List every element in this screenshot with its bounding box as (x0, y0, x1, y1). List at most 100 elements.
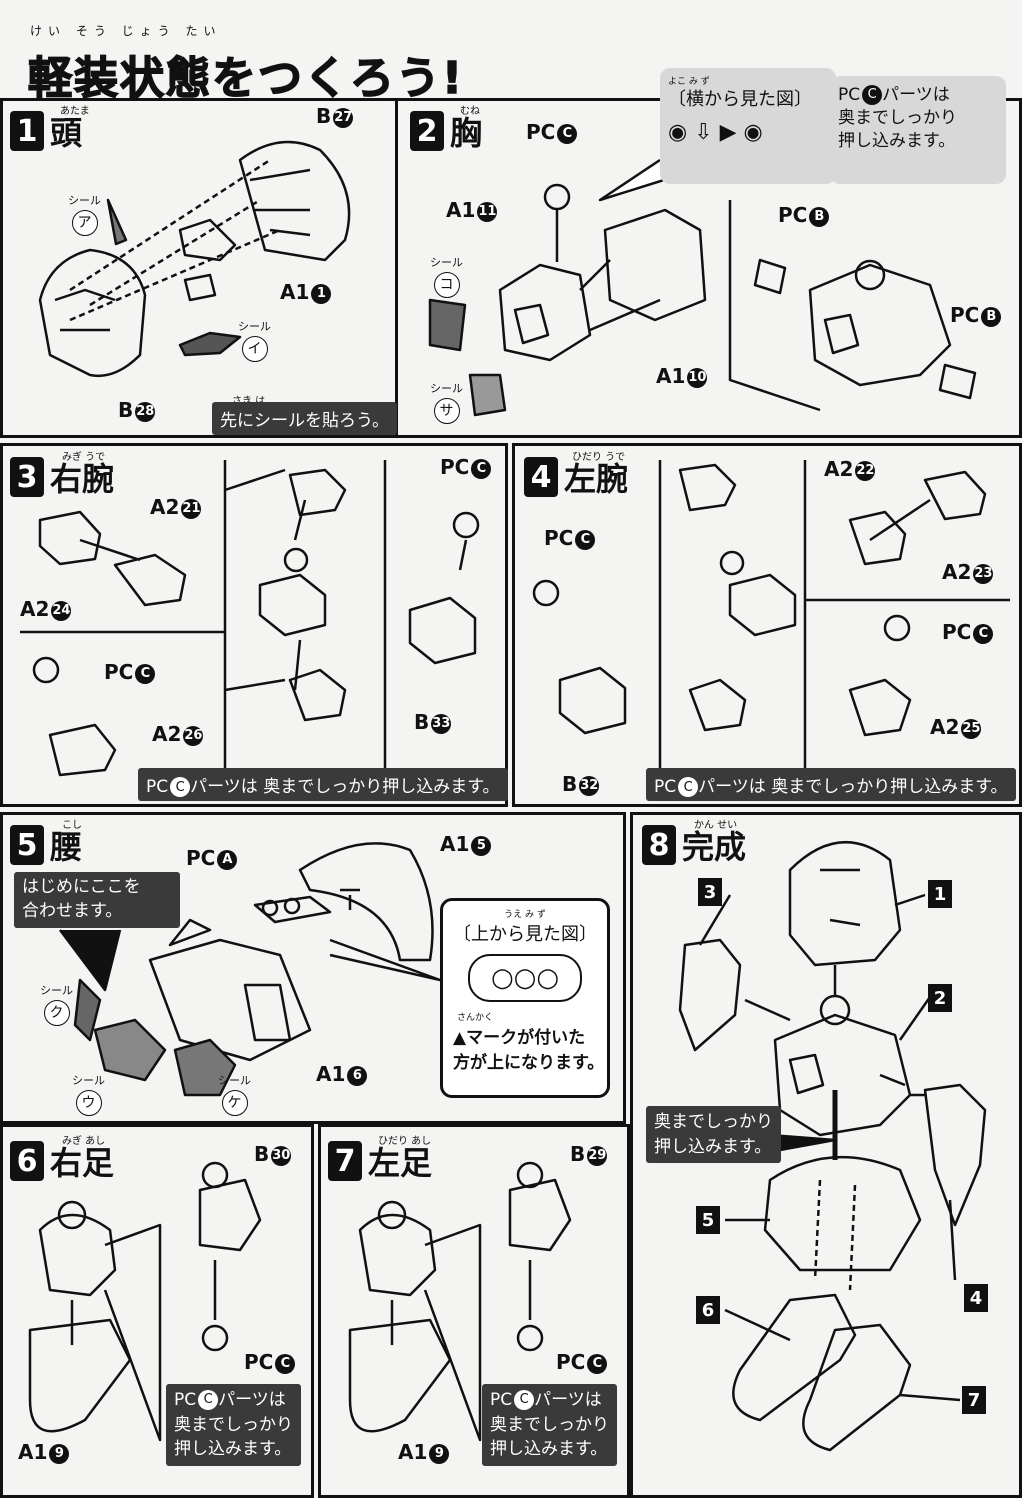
complete-right-arm (678, 938, 742, 1052)
complete-left-leg (802, 1323, 912, 1452)
step-ruby: ひだり あし (378, 1136, 432, 1147)
chest-rear-part (603, 208, 707, 322)
step-title: 頭 (50, 114, 83, 152)
seal-first-note: 先にシールを貼ろう。 (212, 402, 397, 435)
step-ruby: あたま (60, 106, 90, 117)
panel-step8 (630, 812, 1022, 1498)
step-ruby: かん せい (694, 820, 738, 831)
title-ruby: けい そう じょう たい (30, 24, 222, 38)
step-ruby: ひだり うで (572, 452, 626, 463)
top-view-bubble: うえ み ず 〔上から見た図〕 ○○○ さんかく ▲マークが付いた 方が上になり… (440, 898, 610, 1098)
complete-chest (773, 1013, 912, 1137)
bubble-title: 〔横から見た図〕 (668, 89, 812, 111)
side-view-diagram: ◉ ⇩ ▶ ◉ (668, 120, 763, 146)
step-number: 7 (328, 1141, 362, 1181)
panel-step6 (0, 1124, 314, 1498)
step-ruby: みぎ うで (62, 452, 106, 463)
r-arm-forearm (258, 573, 327, 637)
complete-tag-5: 5 (696, 1206, 720, 1234)
seal-a-label: シールア (68, 192, 101, 236)
complete-waist (763, 1155, 922, 1272)
seal-a-shape (106, 198, 128, 246)
panel-step3 (0, 443, 508, 807)
chest-assembled (808, 263, 952, 387)
panel-step4 (512, 443, 1022, 807)
step-1-header: 1 頭 (10, 108, 82, 154)
step-title: 右腕 (50, 460, 115, 498)
l-leg-upper (358, 1213, 437, 1297)
step-title: 胸 (450, 114, 483, 152)
seal-i-shape (178, 331, 242, 357)
step-title: 左足 (368, 1144, 433, 1182)
complete-tag-2: 2 (928, 984, 952, 1012)
seal-ku-label: シールク (40, 982, 73, 1026)
note-ruby: さき は (232, 392, 265, 407)
seal-i-label: シールイ (238, 318, 271, 362)
seal-ko-shape (428, 298, 467, 352)
r-arm-hand2 (48, 723, 117, 777)
align-here-note: はじめにここを合わせます。 (14, 872, 180, 928)
r-leg-foot (28, 1318, 132, 1433)
seal-ke-label: シールケ (218, 1072, 251, 1116)
push-in-note: 奥までしっかり押し込みます。 (646, 1106, 781, 1164)
step-ruby: みぎ あし (62, 1136, 106, 1147)
step-title: 右足 (50, 1144, 115, 1182)
step-number: 8 (642, 825, 676, 865)
step-number: 1 (10, 111, 44, 151)
step-number: 2 (410, 111, 444, 151)
complete-tag-7: 7 (962, 1386, 986, 1414)
r-leg-upper (38, 1213, 117, 1297)
seal-u-label: シールウ (72, 1072, 105, 1116)
step-7-header: 7 左足 (328, 1138, 432, 1184)
page-title: 軽装状態をつくろう! (27, 52, 465, 105)
seal-sa-label: シールサ (430, 380, 463, 424)
complete-head (788, 841, 902, 967)
seal-ko-label: シールコ (430, 254, 463, 298)
step-ruby: むね (460, 106, 480, 117)
step-3-header: 3 右腕 (10, 454, 114, 500)
complete-tag-4: 4 (964, 1284, 988, 1312)
step-6-header: 6 右足 (10, 1138, 114, 1184)
complete-tag-6: 6 (696, 1296, 720, 1324)
r-arm-upper (38, 510, 102, 566)
complete-right-leg (732, 1293, 857, 1422)
step-number: 6 (10, 1141, 44, 1181)
side-view-bubble: よこ み ず 〔横から見た図〕 ◉ ⇩ ▶ ◉ (660, 68, 836, 184)
head-rear-part (238, 140, 351, 262)
waist-front-part (148, 938, 312, 1062)
seal-sa-shape (468, 373, 507, 417)
r-arm-joint (288, 468, 347, 517)
panel-step5 (0, 812, 626, 1124)
bubble-ruby: よこ み ず (668, 77, 710, 87)
complete-left-arm (923, 1083, 987, 1227)
step-4-header: 4 左腕 (524, 454, 628, 500)
waist-rear-part (298, 842, 434, 962)
panel-step7 (318, 1124, 630, 1498)
step-8-header: 8 完成 (642, 822, 746, 868)
